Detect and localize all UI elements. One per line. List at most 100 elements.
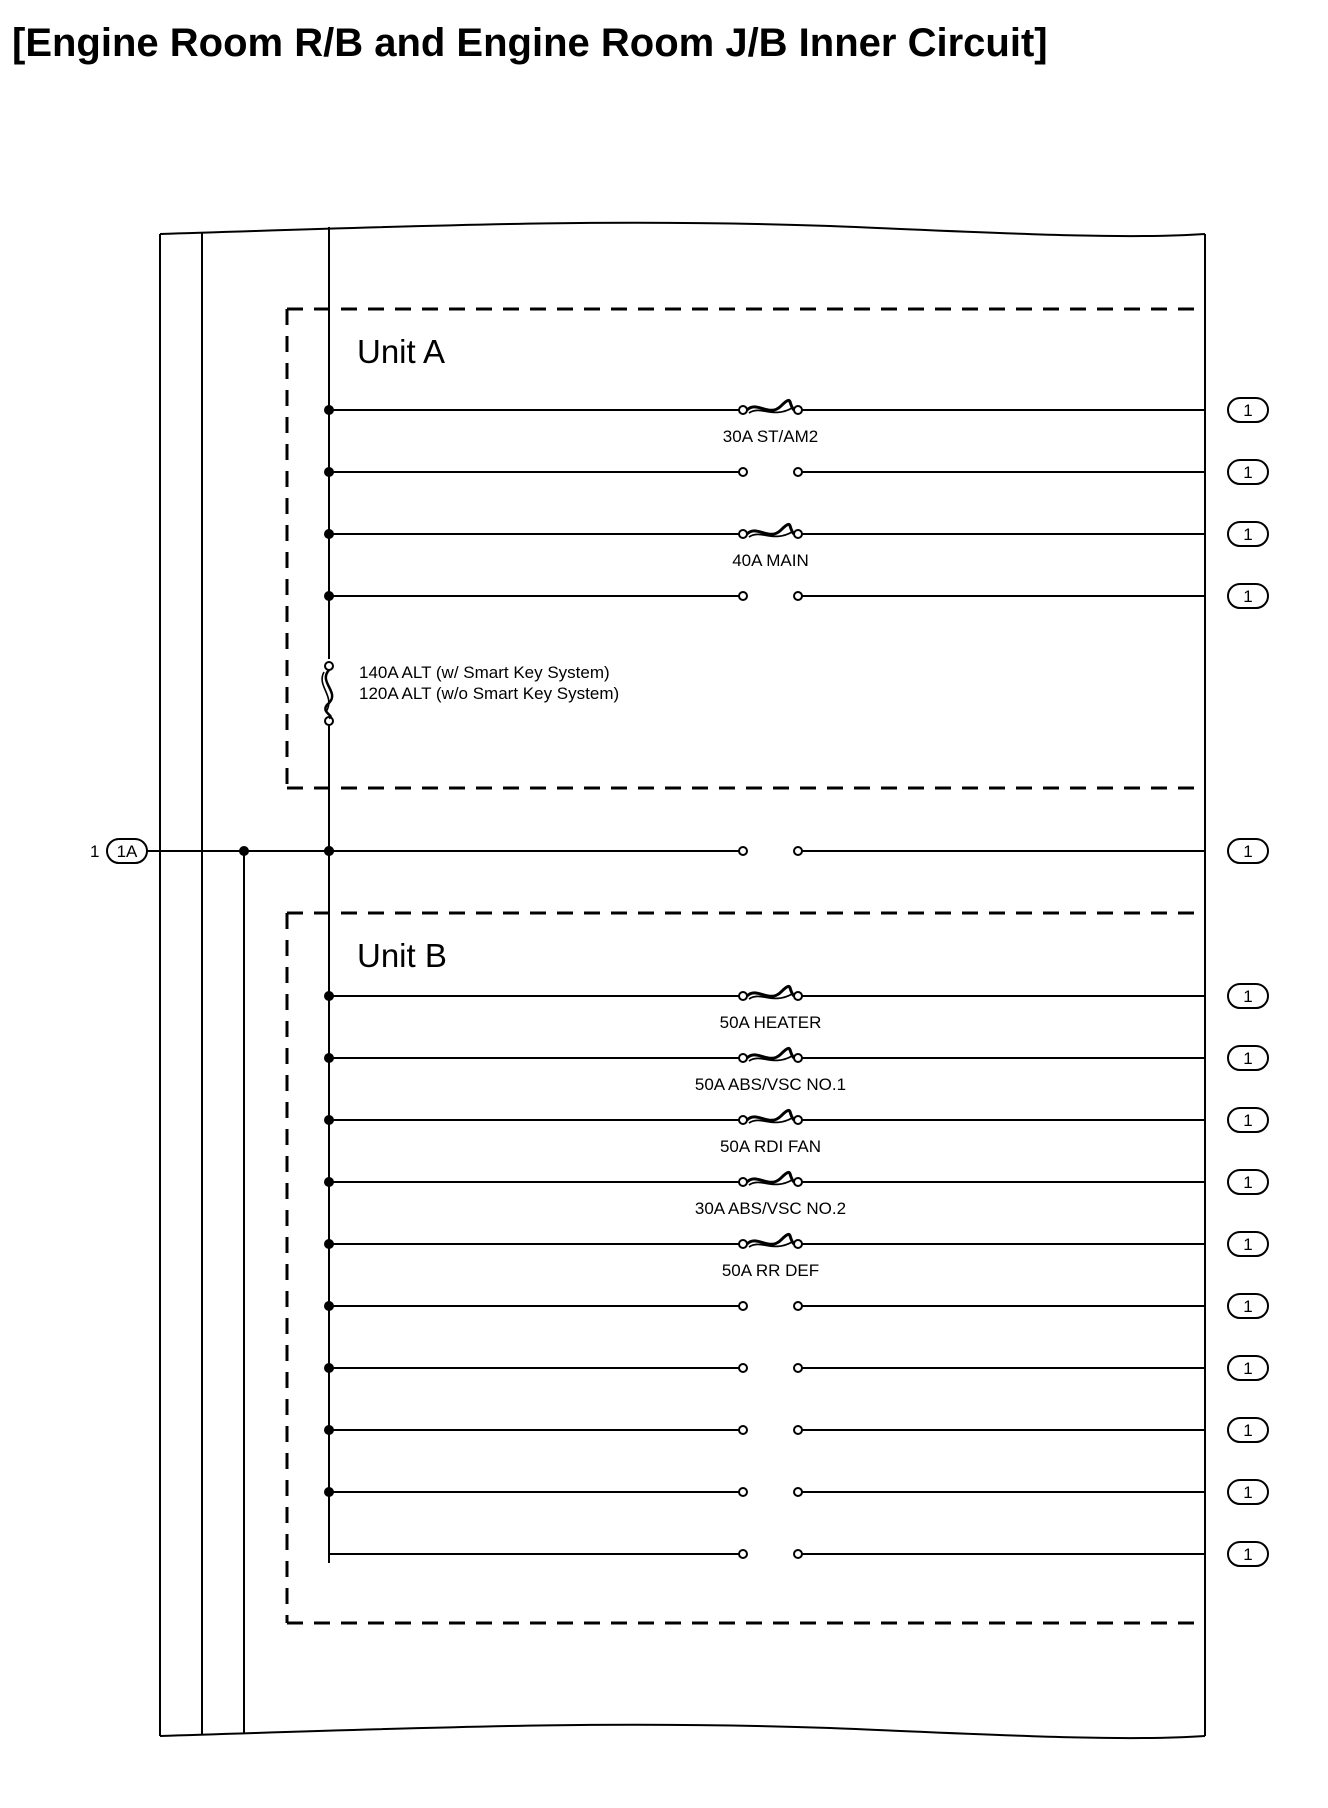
circuit-b2: 50A ABS/VSC NO.11	[324, 1045, 1269, 1094]
terminal-right	[793, 1363, 803, 1373]
terminal-right	[793, 1177, 803, 1187]
junction-dot	[324, 1177, 334, 1187]
terminal-left	[738, 1425, 748, 1435]
terminal-right	[793, 1549, 803, 1559]
alt-fuse-terminal-bottom	[324, 716, 334, 726]
junction-dot	[324, 1115, 334, 1125]
output-connector-oval	[1227, 521, 1269, 547]
output-connector-pin: 1	[1243, 1049, 1252, 1068]
fuse-label: 50A RDI FAN	[720, 1137, 821, 1156]
terminal-right	[793, 1301, 803, 1311]
fuse-element-line	[748, 993, 793, 1000]
circuit-b4: 30A ABS/VSC NO.2 1	[324, 1169, 1269, 1218]
circuit-b3: 50A RDI FAN 1	[324, 1107, 1269, 1156]
terminal-right	[793, 991, 803, 1001]
junction-dot	[324, 1487, 334, 1497]
alt-fuse-element-line	[321, 671, 330, 713]
fuse-label: 30A ABS/VSC NO.2	[695, 1199, 846, 1218]
output-connector-oval	[1227, 1169, 1269, 1195]
output-connector: 1	[1227, 1293, 1269, 1319]
circuit-a3: 40A MAIN 1	[324, 521, 1269, 570]
circuit-b8: 1	[324, 1417, 1269, 1443]
alt-fuse-terminal-top	[324, 661, 334, 671]
output-connector-pin: 1	[1243, 1297, 1252, 1316]
output-connector: 1	[1227, 583, 1269, 609]
output-connector-oval	[1227, 1355, 1269, 1381]
terminal-left	[738, 467, 748, 477]
fuse-label: 30A ST/AM2	[723, 427, 818, 446]
fuse-label: 50A HEATER	[720, 1013, 822, 1032]
junction-dot-feed-main	[324, 846, 334, 856]
unit-b-label: Unit B	[357, 937, 447, 974]
fuse-element-line	[748, 407, 793, 414]
fuse-icon	[745, 398, 796, 414]
terminal-left	[738, 591, 748, 601]
alt-fuse-label-1: 140A ALT (w/ Smart Key System)	[359, 663, 610, 682]
junction-dot	[324, 467, 334, 477]
junction-dot	[324, 591, 334, 601]
output-connector: 1	[1227, 1417, 1269, 1443]
output-connector-pin: 1	[1243, 1545, 1252, 1564]
fuse-element	[745, 398, 796, 412]
terminal-right	[793, 1053, 803, 1063]
output-connector: 1	[1227, 1541, 1269, 1567]
output-connector-oval	[1227, 583, 1269, 609]
unit-b-box: Unit B	[285, 911, 1205, 1625]
terminal-left	[738, 1549, 748, 1559]
terminal-right	[793, 1425, 803, 1435]
output-connector-pin: 1	[1243, 842, 1252, 861]
fuse-icon	[745, 1046, 796, 1062]
output-connector: 1	[1227, 983, 1269, 1009]
output-connector: 1	[1227, 1169, 1269, 1195]
terminal-right	[793, 1115, 803, 1125]
output-connector-oval	[1227, 1293, 1269, 1319]
terminal-left	[738, 405, 748, 415]
output-connector-pin: 1	[1243, 1111, 1252, 1130]
junction-dot	[324, 1301, 334, 1311]
fuse-label: 40A MAIN	[732, 551, 809, 570]
output-connector: 1	[1227, 459, 1269, 485]
terminal-left	[738, 991, 748, 1001]
circuit-b6: 1	[324, 1293, 1269, 1319]
terminal-left	[738, 1363, 748, 1373]
output-connector: 1	[1227, 1355, 1269, 1381]
output-connector: 1	[1227, 1231, 1269, 1257]
fuse-element	[745, 1046, 796, 1060]
fuse-element	[745, 984, 796, 998]
output-connector-oval	[1227, 983, 1269, 1009]
junction-dot	[324, 1239, 334, 1249]
output-connector-oval	[1227, 1045, 1269, 1071]
fuse-icon	[745, 984, 796, 1000]
circuit-b1: 50A HEATER 1	[324, 983, 1269, 1032]
output-connector-pin: 1	[1243, 1483, 1252, 1502]
terminal-right	[793, 529, 803, 539]
circuit-b9: 1	[324, 1479, 1269, 1505]
fuse-element	[745, 1170, 796, 1184]
junction-block-outline	[159, 221, 1206, 1740]
input-connector-label: 1A	[117, 842, 138, 861]
output-connector-pin: 1	[1243, 1359, 1252, 1378]
terminal-right	[793, 467, 803, 477]
fuse-label: 50A RR DEF	[722, 1261, 819, 1280]
terminal-left	[738, 1239, 748, 1249]
circuit-b10: 1	[329, 1541, 1269, 1567]
output-connector-pin: 1	[1243, 1173, 1252, 1192]
fuse-element-line	[748, 1117, 793, 1124]
fuse-element	[745, 1232, 796, 1246]
terminal-right	[793, 591, 803, 601]
terminal-left	[738, 1053, 748, 1063]
fuse-icon	[745, 1108, 796, 1124]
alt-fuse: 140A ALT (w/ Smart Key System) 120A ALT …	[321, 661, 619, 726]
circuit-mid: 1	[324, 838, 1269, 864]
terminal-right	[793, 405, 803, 415]
fuse-icon	[745, 522, 796, 538]
terminal-left	[738, 846, 748, 856]
input-connector-pin: 1	[90, 842, 99, 861]
junction-dot	[324, 1053, 334, 1063]
fuse-element	[745, 1108, 796, 1122]
junction-dot-feed	[239, 846, 249, 856]
output-connector-pin: 1	[1243, 525, 1252, 544]
